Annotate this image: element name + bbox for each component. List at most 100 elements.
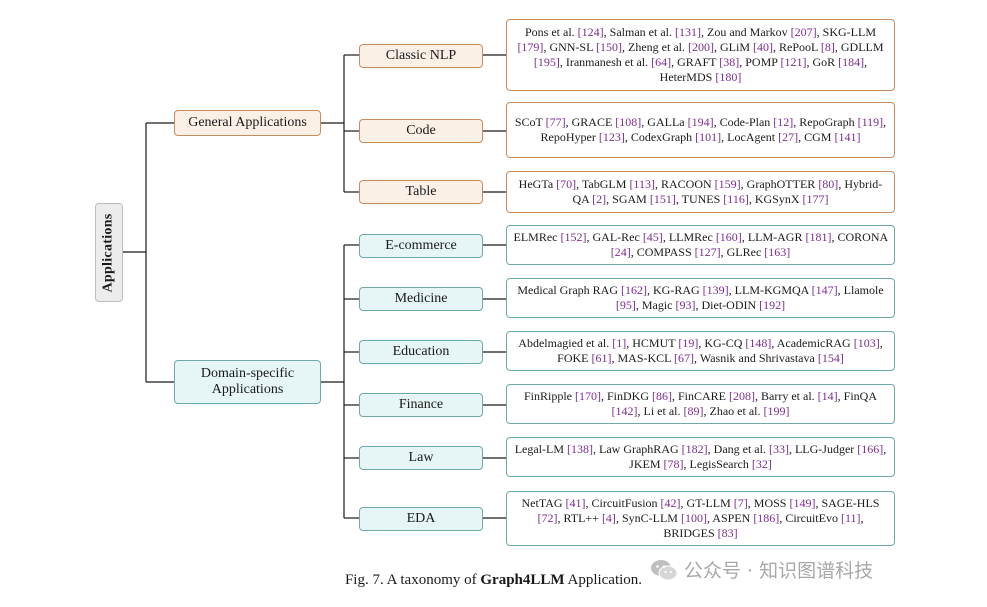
citation: [83] <box>717 526 738 540</box>
citation: [41] <box>565 496 586 510</box>
citation: [163] <box>764 245 791 259</box>
citation: [152] <box>560 230 587 244</box>
citation: [67] <box>674 351 695 365</box>
citation: [2] <box>592 192 607 206</box>
citation: [24] <box>610 245 631 259</box>
citation: [113] <box>629 177 655 191</box>
caption-bold: Graph4LLM <box>480 572 565 588</box>
citation: [19] <box>678 336 699 350</box>
leaf-medicine: Medical Graph RAG [162], KG-RAG [139], L… <box>506 278 895 318</box>
leaf-education: Abdelmagied et al. [1], HCMUT [19], KG-C… <box>506 331 895 371</box>
citation: [200] <box>687 40 714 54</box>
e-commerce-label: E-commerce <box>385 238 457 253</box>
citation: [141] <box>834 130 861 144</box>
citation: [142] <box>611 404 638 418</box>
citation: [12] <box>773 115 794 129</box>
citation: [124] <box>577 25 604 39</box>
citation: [192] <box>759 298 786 312</box>
citation: [159] <box>714 177 741 191</box>
education-label: Education <box>392 344 450 359</box>
citation: [77] <box>545 115 566 129</box>
leaf-finance: FinRipple [170], FinDKG [86], FinCARE [2… <box>506 384 895 424</box>
citation: [121] <box>780 55 807 69</box>
general-label: General Applications <box>188 115 307 130</box>
watermark-text: 公众号 · 知识图谱科技 <box>684 560 874 582</box>
citation: [116] <box>723 192 749 206</box>
citation: [11] <box>840 511 861 525</box>
leaf-code-text: SCoT [77], GRACE [108], GALLa [194], Cod… <box>514 115 887 144</box>
citation: [40] <box>752 40 773 54</box>
watermark: 公众号 · 知识图谱科技 <box>650 556 873 583</box>
leaf-e-commerce-text: ELMRec [152], GAL-Rec [45], LLMRec [160]… <box>513 230 888 259</box>
node-medicine: Medicine <box>359 287 483 311</box>
caption-suffix: Application. <box>564 572 643 588</box>
leaf-code: SCoT [77], GRACE [108], GALLa [194], Cod… <box>506 102 895 158</box>
node-finance: Finance <box>359 393 483 417</box>
figure-caption: Fig. 7. A taxonomy of Graph4LLM Applicat… <box>0 572 987 589</box>
citation: [100] <box>680 511 707 525</box>
leaf-medicine-text: Medical Graph RAG [162], KG-RAG [139], L… <box>517 283 884 312</box>
domain-label: Domain-specific Applications <box>200 366 295 397</box>
citation: [195] <box>533 55 560 69</box>
node-e-commerce: E-commerce <box>359 234 483 258</box>
citation: [64] <box>651 55 672 69</box>
citation: [27] <box>778 130 799 144</box>
citation: [108] <box>615 115 642 129</box>
citation: [149] <box>789 496 816 510</box>
root-label: Applications <box>101 212 116 293</box>
citation: [78] <box>663 457 684 471</box>
node-law: Law <box>359 446 483 470</box>
citation: [7] <box>733 496 748 510</box>
node-table: Table <box>359 180 483 204</box>
citation: [166] <box>857 442 884 456</box>
citation: [103] <box>853 336 880 350</box>
citation: [33] <box>768 442 789 456</box>
citation: [179] <box>517 40 544 54</box>
citation: [154] <box>817 351 844 365</box>
leaf-eda-text: NetTAG [41], CircuitFusion [42], GT-LLM … <box>521 496 880 540</box>
citation: [38] <box>719 55 740 69</box>
leaf-classic-nlp-text: Pons et al. [124], Salman et al. [131], … <box>517 25 884 84</box>
citation: [160] <box>715 230 742 244</box>
node-general-applications: General Applications <box>174 110 321 136</box>
node-classic-nlp: Classic NLP <box>359 44 483 68</box>
leaf-table: HeGTa [70], TabGLM [113], RACOON [159], … <box>506 171 895 213</box>
citation: [42] <box>660 496 681 510</box>
citation: [72] <box>537 511 558 525</box>
citation: [119] <box>857 115 884 129</box>
citation: [139] <box>702 283 729 297</box>
citation: [194] <box>687 115 714 129</box>
citation: [1] <box>612 336 627 350</box>
citation: [14] <box>817 389 838 403</box>
classic-nlp-label: Classic NLP <box>385 48 457 63</box>
citation: [147] <box>811 283 838 297</box>
citation: [61] <box>591 351 612 365</box>
leaf-classic-nlp: Pons et al. [124], Salman et al. [131], … <box>506 19 895 91</box>
citation: [182] <box>681 442 708 456</box>
leaf-e-commerce: ELMRec [152], GAL-Rec [45], LLMRec [160]… <box>506 225 895 265</box>
citation: [45] <box>642 230 663 244</box>
citation: [207] <box>790 25 817 39</box>
table-label: Table <box>405 184 437 199</box>
citation: [162] <box>620 283 647 297</box>
leaf-education-text: Abdelmagied et al. [1], HCMUT [19], KG-C… <box>518 336 883 365</box>
root-node: Applications <box>95 203 123 302</box>
citation: [80] <box>818 177 839 191</box>
node-education: Education <box>359 340 483 364</box>
citation: [86] <box>652 389 672 403</box>
leaf-law: Legal-LM [138], Law GraphRAG [182], Dang… <box>506 437 895 477</box>
citation: [32] <box>751 457 772 471</box>
leaf-finance-text: FinRipple [170], FinDKG [86], FinCARE [2… <box>523 389 878 418</box>
citation: [127] <box>694 245 721 259</box>
leaf-table-text: HeGTa [70], TabGLM [113], RACOON [159], … <box>518 177 883 206</box>
citation: [150] <box>596 40 622 54</box>
citation: [8] <box>820 40 835 54</box>
citation: [4] <box>601 511 616 525</box>
citation: [70] <box>556 177 577 191</box>
citation: [170] <box>574 389 601 403</box>
citation: [138] <box>567 442 593 456</box>
citation: [148] <box>745 336 772 350</box>
citation: [101] <box>695 130 722 144</box>
leaf-eda: NetTAG [41], CircuitFusion [42], GT-LLM … <box>506 491 895 546</box>
